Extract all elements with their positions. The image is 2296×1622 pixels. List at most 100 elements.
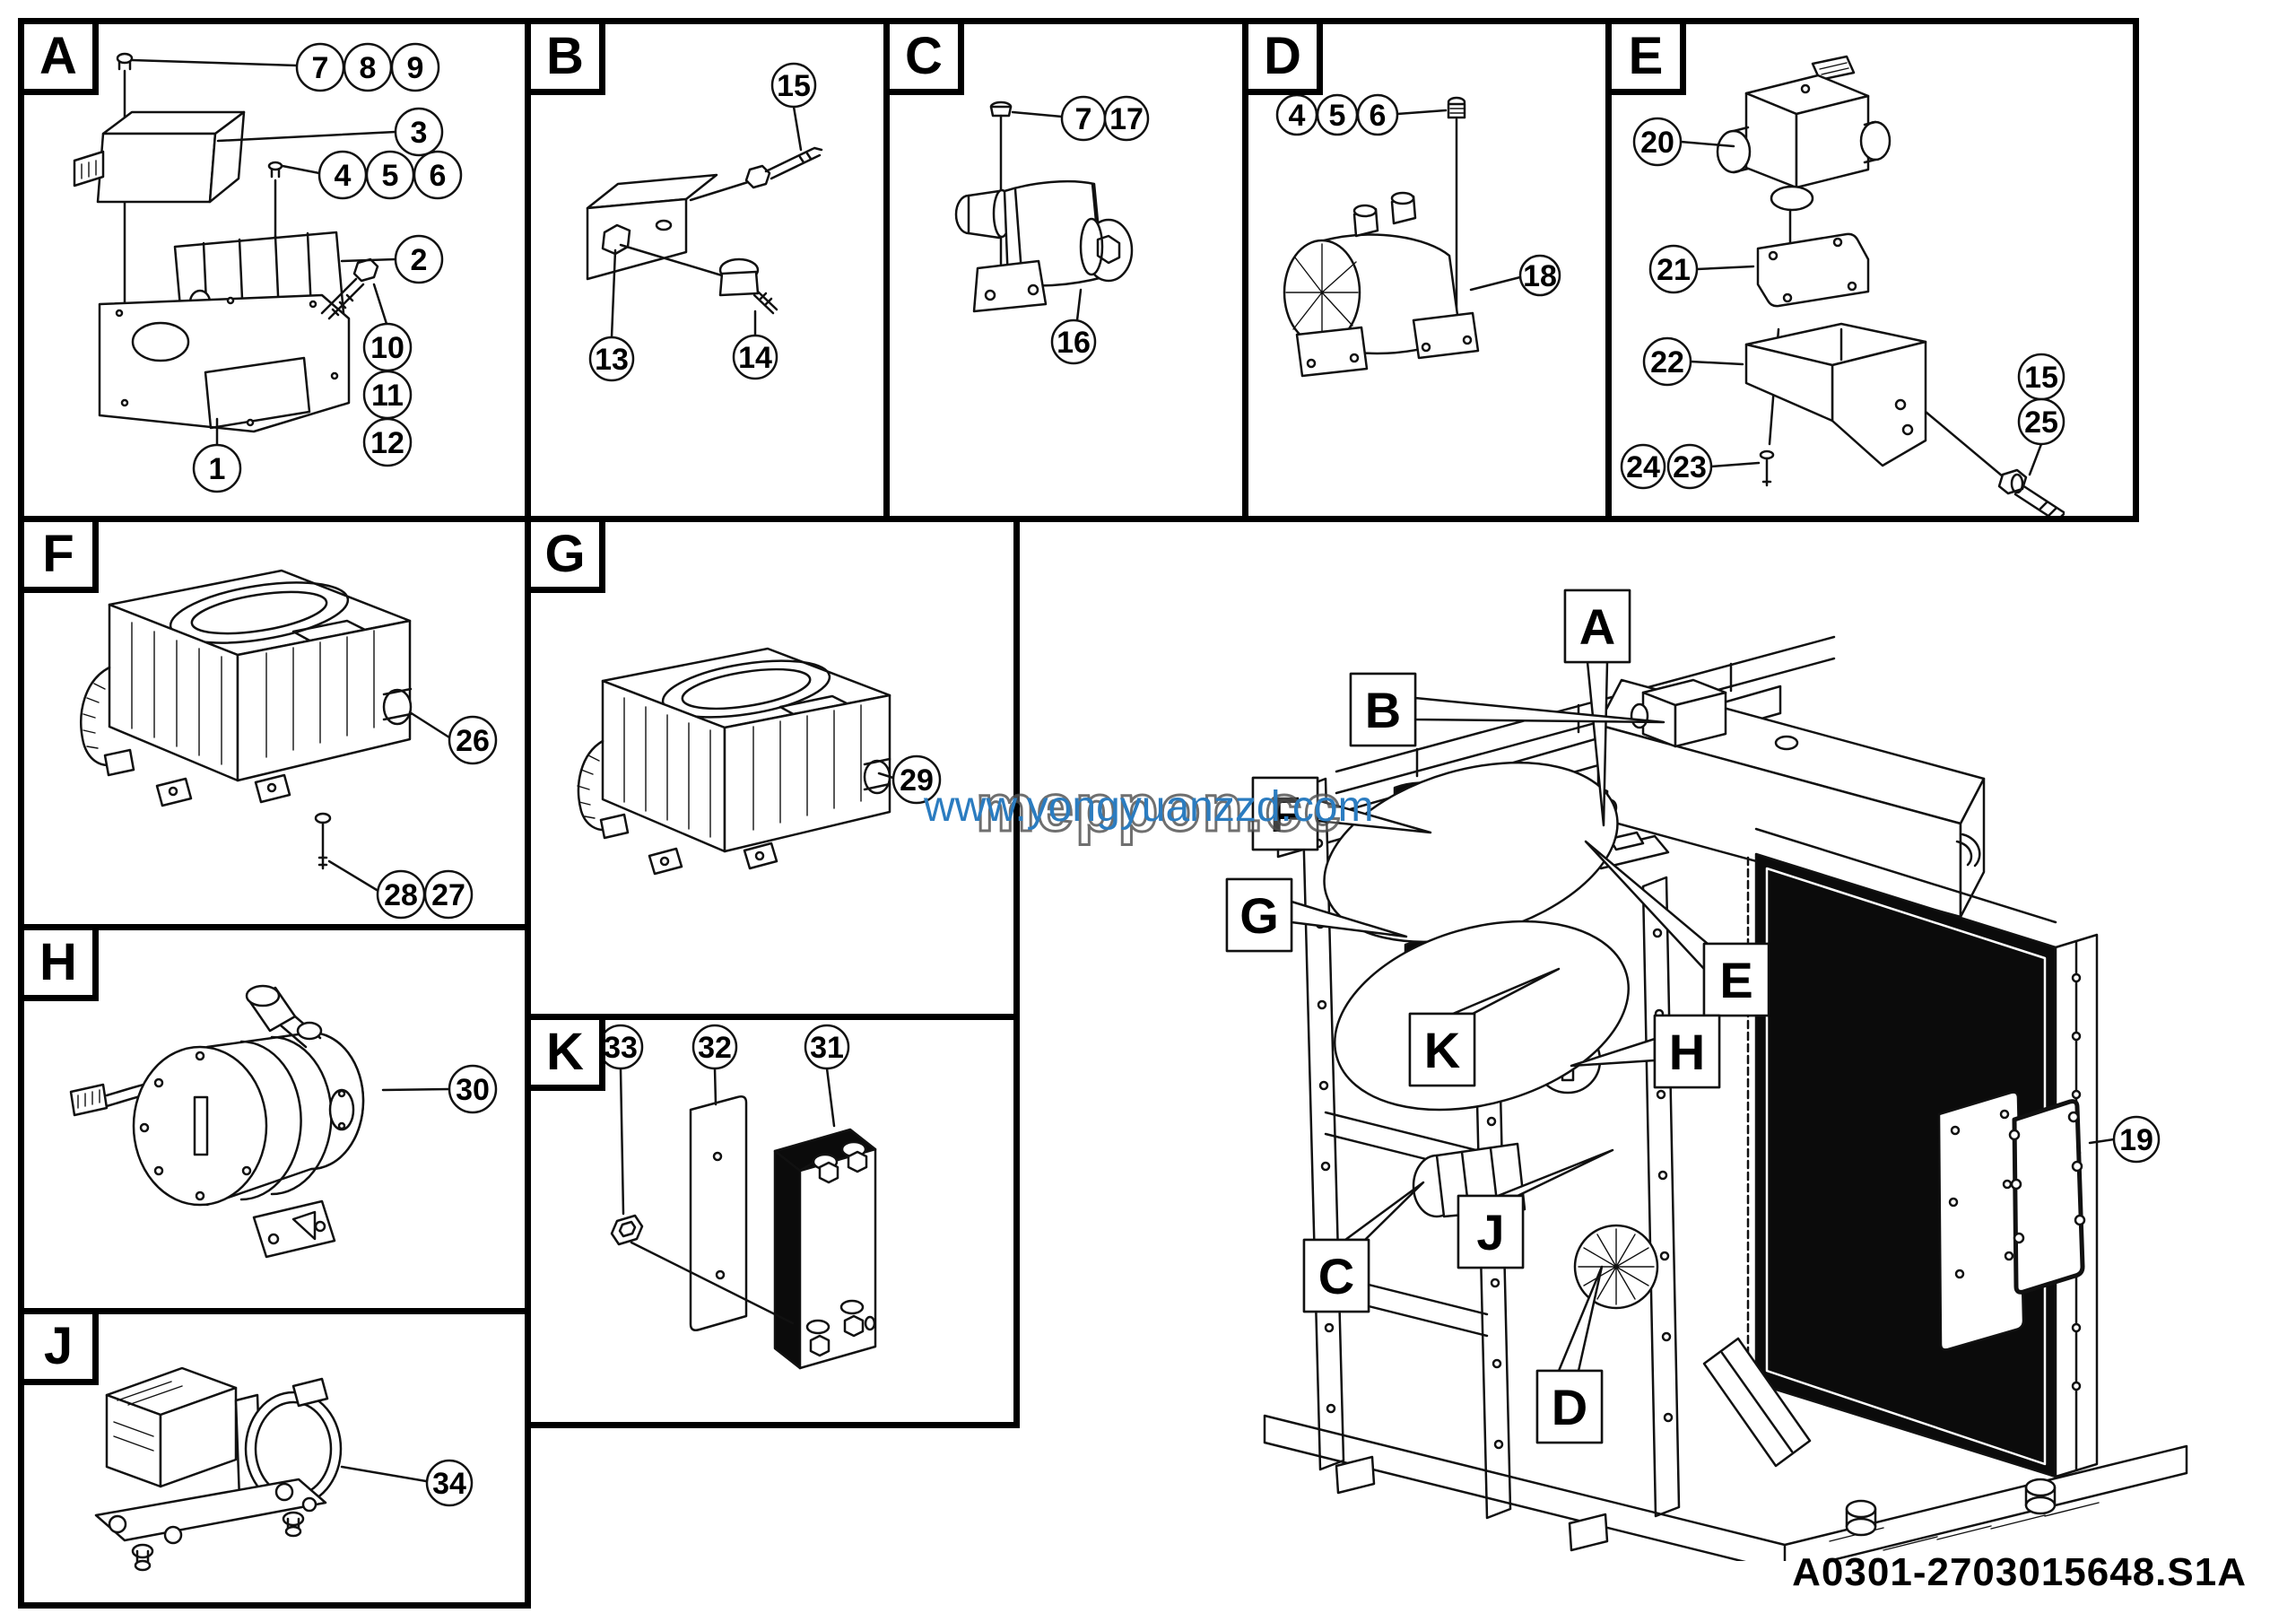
panel-d-label: D (1242, 18, 1323, 95)
ref-label-E (1702, 942, 1770, 1017)
callout-number: 32 (698, 1031, 732, 1065)
ref-letter: F (1270, 786, 1300, 842)
callout-17 (1103, 95, 1150, 142)
ref-label-G (1225, 877, 1293, 953)
assembly-isometric-drawing (1263, 635, 2188, 1561)
ref-label-B (1349, 672, 1417, 747)
ref-letter: A (1579, 598, 1615, 655)
callout-18 (1518, 254, 1561, 297)
ref-label-K (1408, 1012, 1476, 1087)
leader-line (2088, 1138, 2116, 1145)
callout-number: 15 (2024, 361, 2058, 395)
leader-line (340, 1465, 428, 1483)
callout-12 (362, 417, 413, 467)
callout-25 (2017, 397, 2066, 446)
callout-21 (1648, 244, 1699, 294)
ref-letter: K (1424, 1022, 1460, 1078)
leader-line (372, 283, 388, 326)
callout-1 (192, 443, 242, 493)
callout-number: 26 (456, 724, 490, 758)
panel-a-label: A (18, 18, 99, 95)
leader-line (1709, 461, 1761, 468)
panel-e-label: E (1605, 18, 1686, 95)
pump-motor-drawing (954, 100, 1134, 313)
panel-g-art: 29 (577, 647, 942, 876)
callout-number: 7 (312, 51, 329, 85)
leader-line (1011, 110, 1064, 118)
leader-line (792, 105, 803, 152)
ref-letter: J (1476, 1204, 1504, 1260)
heater-unit-2-drawing (577, 647, 891, 876)
callout-15 (770, 62, 817, 109)
callout-number: 27 (431, 878, 465, 912)
callout-27 (423, 869, 474, 920)
ref-letter: H (1669, 1024, 1705, 1080)
panel-h: H 30 (18, 924, 531, 1314)
leader-line (130, 58, 299, 67)
callout-number: 4 (1289, 99, 1306, 133)
callout-24 (1620, 443, 1666, 490)
panel-c-label: C (883, 18, 964, 95)
ref-label-F (1251, 776, 1319, 851)
callout-number: 3 (411, 116, 428, 150)
leader-line (1469, 275, 1522, 292)
callout-number: 24 (1626, 450, 1660, 484)
bracket-and-sensor-drawing (586, 146, 823, 315)
panel-j-label: J (18, 1308, 99, 1385)
callout-14 (732, 334, 778, 380)
panel-g-label: G (525, 516, 605, 593)
callout-number: 6 (1370, 99, 1387, 133)
callout-number: 5 (1329, 99, 1346, 133)
panel-k-label: K (525, 1014, 605, 1091)
callout-29 (891, 754, 942, 805)
callout-number: 6 (430, 159, 447, 193)
callout-13 (588, 336, 635, 382)
drawing-number: A0301-2703015648.S1A (1792, 1550, 2247, 1594)
callout-20 (1632, 117, 1683, 167)
callout-number: 23 (1673, 450, 1707, 484)
leader-line (1679, 140, 1735, 148)
leader-line (1695, 265, 1755, 271)
heat-exchanger-drawing (610, 1095, 877, 1370)
ref-label-C (1302, 1238, 1370, 1313)
panel-j: J 34 (18, 1308, 531, 1609)
callout-22 (1642, 336, 1692, 387)
bracket-assembly-drawing (73, 52, 379, 433)
ref-label-H (1653, 1014, 1721, 1089)
callout-number: 19 (2119, 1123, 2153, 1157)
callout-number: 8 (360, 51, 377, 85)
callout-number: 17 (1109, 102, 1144, 136)
callout-16 (1050, 318, 1097, 365)
callout-26 (448, 715, 498, 765)
ref-letter: G (1239, 887, 1279, 944)
panel-h-art: 30 (69, 984, 498, 1259)
callout-number: 10 (370, 331, 404, 365)
callout-3 (394, 107, 444, 157)
callout-32 (691, 1024, 738, 1070)
water-pump-drawing (69, 984, 365, 1259)
ref-letter: C (1318, 1248, 1354, 1304)
panel-j-art: 34 (94, 1366, 474, 1572)
callout-number: 22 (1650, 345, 1684, 379)
pointer-wedge-C (1344, 1181, 1425, 1242)
callout-number: 18 (1523, 259, 1557, 293)
callout-number: 13 (595, 343, 629, 377)
callout-2 (394, 234, 444, 284)
callout-number: 9 (407, 51, 424, 85)
callout-layer: 30 (381, 1064, 498, 1114)
leader-line (281, 164, 321, 175)
